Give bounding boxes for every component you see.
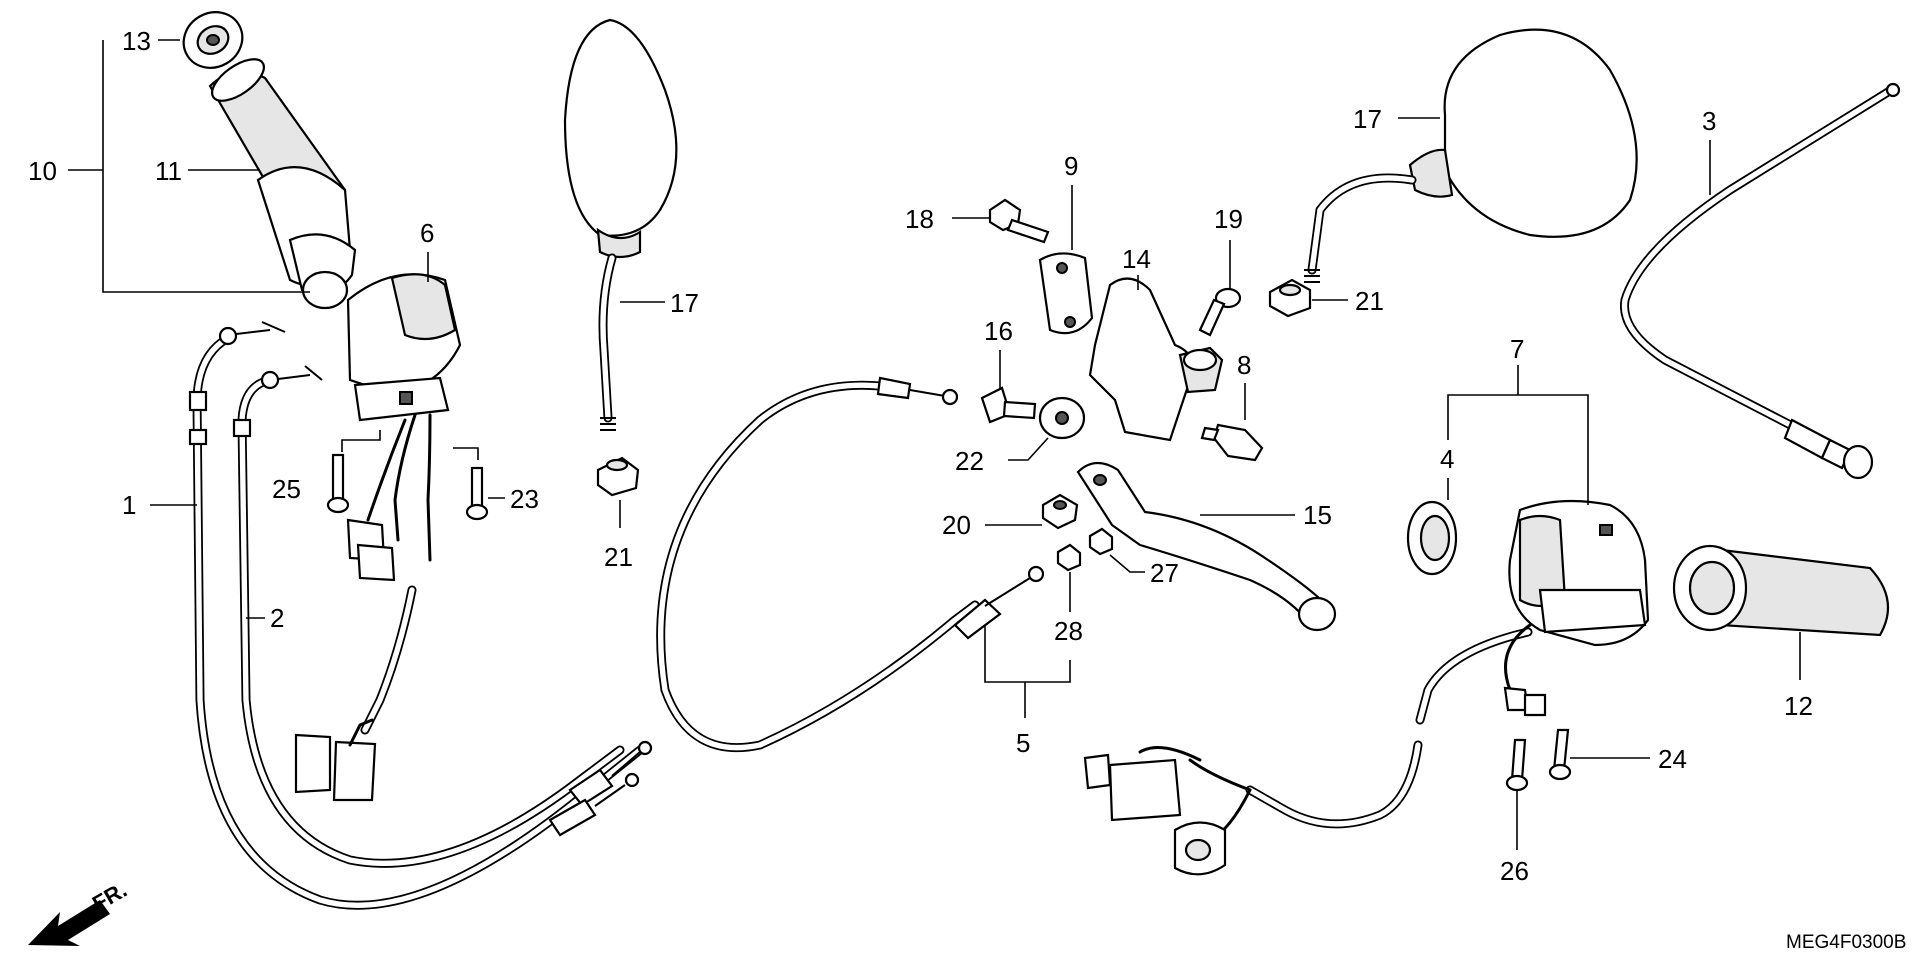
callout-6: 6 <box>420 218 434 248</box>
screw-23 <box>465 466 489 521</box>
callout-24: 24 <box>1658 744 1687 774</box>
callout-13: 13 <box>122 26 151 56</box>
right-handle-grip-12 <box>1672 544 1890 637</box>
callout-21-left: 21 <box>604 542 633 572</box>
mirror-nut-21-left <box>596 456 640 497</box>
clutch-cable-5 <box>656 376 1045 753</box>
pivot-bolt-20 <box>1041 493 1079 530</box>
left-handlebar-switch-6 <box>346 273 462 422</box>
bolt-18 <box>988 198 1050 244</box>
nut-28 <box>1056 543 1082 572</box>
callout-17-left: 17 <box>670 288 699 318</box>
callout-1: 1 <box>122 490 136 520</box>
callout-4: 4 <box>1440 444 1454 474</box>
diagram-part-code: MEG4F0300B <box>1786 932 1906 953</box>
screw-19 <box>1198 287 1242 337</box>
washer-4 <box>1406 500 1458 576</box>
callout-23: 23 <box>510 484 539 514</box>
cable-3 <box>1620 82 1901 480</box>
leader-lines <box>68 39 1801 850</box>
callout-17-right: 17 <box>1353 104 1382 134</box>
callout-18: 18 <box>905 204 934 234</box>
grip-end-weight-13 <box>182 11 244 69</box>
callout-14: 14 <box>1122 244 1151 274</box>
left-mirror-17 <box>563 18 678 431</box>
callout-16: 16 <box>984 316 1013 346</box>
switch-8 <box>1200 423 1264 462</box>
holder-9 <box>1038 252 1094 335</box>
bracket-14 <box>1088 277 1224 442</box>
adjuster-16 <box>980 386 1037 424</box>
callout-21-right: 21 <box>1355 286 1384 316</box>
screw-26 <box>1505 738 1529 792</box>
callout-9: 9 <box>1064 151 1078 181</box>
callout-5: 5 <box>1016 728 1030 758</box>
callout-3: 3 <box>1702 106 1716 136</box>
callout-11: 11 <box>155 156 182 186</box>
callout-12: 12 <box>1784 691 1813 721</box>
callout-10: 10 <box>28 156 57 186</box>
left-switch-wiring <box>294 413 432 802</box>
right-mirror-17 <box>1304 28 1638 283</box>
right-handlebar-switch-7 <box>1508 499 1650 647</box>
callout-20: 20 <box>942 510 971 540</box>
callout-26: 26 <box>1500 856 1529 886</box>
callout-25: 25 <box>272 474 301 504</box>
screw-24 <box>1548 728 1572 781</box>
nut-22 <box>1038 396 1086 440</box>
callout-7: 7 <box>1510 334 1524 364</box>
throttle-cable-1 <box>188 321 645 910</box>
callout-8: 8 <box>1237 350 1251 380</box>
left-handle-grip-11 <box>208 58 357 310</box>
callout-19: 19 <box>1214 204 1243 234</box>
callout-labels: 13 10 11 6 1 2 25 23 17 21 18 9 14 19 16… <box>28 26 1813 886</box>
mirror-nut-21-right <box>1268 278 1312 318</box>
right-switch-wiring <box>1083 623 1547 876</box>
clutch-lever-15 <box>1076 461 1337 632</box>
callout-2: 2 <box>270 603 284 633</box>
throttle-cable-2 <box>232 365 653 868</box>
screw-25 <box>326 453 350 514</box>
nut-27 <box>1088 527 1114 556</box>
callout-28: 28 <box>1054 616 1083 646</box>
callout-27: 27 <box>1150 558 1179 588</box>
callout-15: 15 <box>1303 500 1332 530</box>
front-direction-arrow-icon: FR. <box>28 877 131 946</box>
callout-22: 22 <box>955 446 984 476</box>
